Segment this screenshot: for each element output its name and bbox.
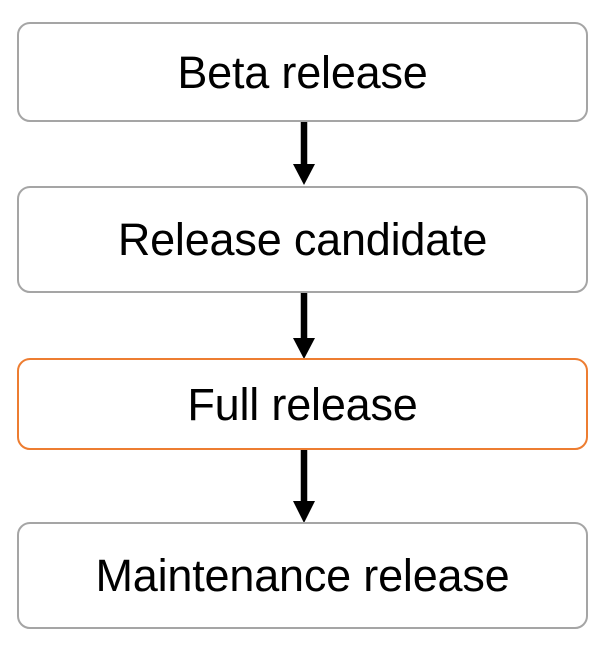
flow-arrow-full-to-maintenance xyxy=(293,448,315,523)
flow-node-maintenance-release[interactable]: Maintenance release xyxy=(17,522,588,629)
flow-node-full-release[interactable]: Full release xyxy=(17,358,588,450)
flow-node-beta-release[interactable]: Beta release xyxy=(17,22,588,122)
flow-node-label: Release candidate xyxy=(117,214,488,265)
flow-node-release-candidate[interactable]: Release candidate xyxy=(17,186,588,293)
flow-arrow-beta-to-candidate xyxy=(293,120,315,185)
flow-arrow-candidate-to-full xyxy=(293,291,315,359)
flow-node-label: Maintenance release xyxy=(95,550,510,601)
flow-node-label: Beta release xyxy=(177,46,428,98)
flow-node-label: Full release xyxy=(187,378,418,430)
